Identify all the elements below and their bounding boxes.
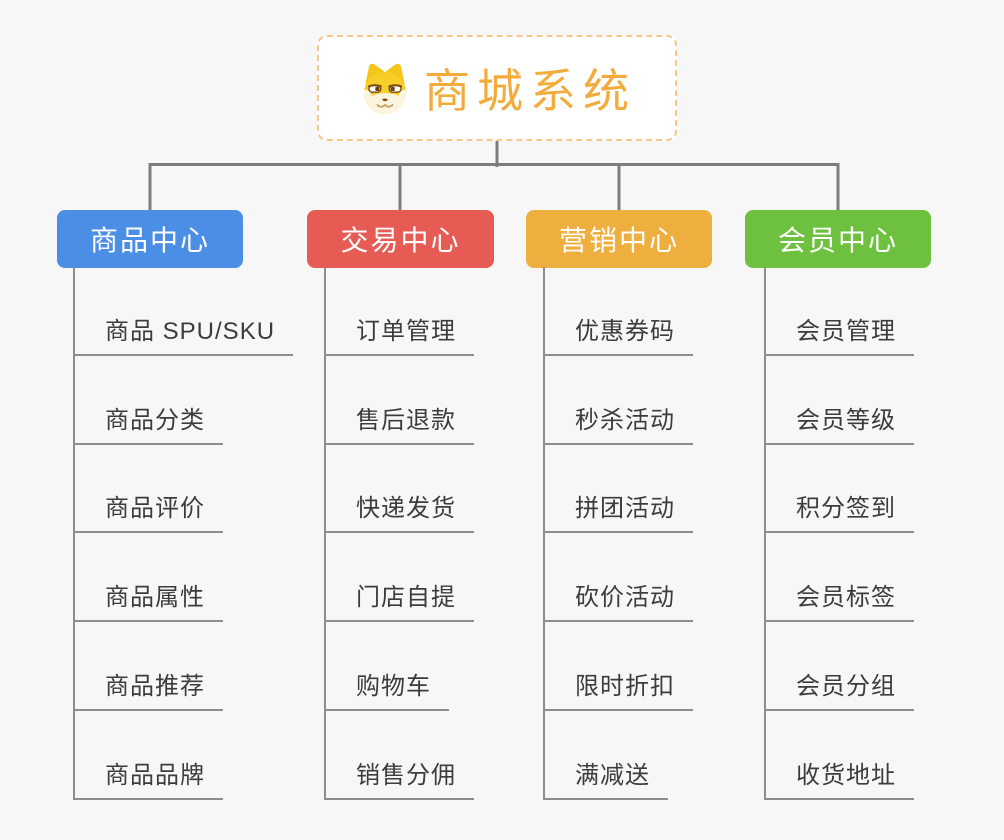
subtopic-tree-trade-center: 订单管理 售后退款 快递发货 门店自提 购物车 销售分佣 xyxy=(324,267,474,800)
subtopic[interactable]: 销售分佣 xyxy=(326,711,474,800)
branch-label: 商品中心 xyxy=(89,225,210,256)
subtopic-label: 收货地址 xyxy=(766,755,914,800)
subtopic-label: 会员标签 xyxy=(766,577,914,623)
branch-topic-trade-center[interactable]: 交易中心 xyxy=(307,210,494,268)
branch-label: 会员中心 xyxy=(777,225,898,256)
subtopic[interactable]: 砍价活动 xyxy=(545,533,693,623)
subtopic[interactable]: 满减送 xyxy=(545,711,693,800)
subtopic-label: 商品推荐 xyxy=(75,666,223,711)
subtopic-tree-marketing-center: 优惠券码 秒杀活动 拼团活动 砍价活动 限时折扣 满减送 xyxy=(543,267,693,800)
subtopic[interactable]: 会员管理 xyxy=(766,267,914,356)
subtopic[interactable]: 收货地址 xyxy=(766,711,914,800)
subtopic[interactable]: 商品品牌 xyxy=(75,711,293,800)
root-topic-title: 商城系统 xyxy=(424,65,636,117)
subtopic[interactable]: 订单管理 xyxy=(326,267,474,356)
subtopic[interactable]: 购物车 xyxy=(326,622,474,711)
subtopic-label: 会员管理 xyxy=(766,311,914,356)
subtopic-label: 会员分组 xyxy=(766,666,914,711)
subtopic[interactable]: 会员标签 xyxy=(766,533,914,623)
dog-face-icon xyxy=(363,63,407,115)
subtopic-label: 满减送 xyxy=(545,755,668,800)
subtopic-label: 限时折扣 xyxy=(545,666,693,711)
subtopic-label: 订单管理 xyxy=(326,311,474,356)
subtopic-label: 购物车 xyxy=(326,666,449,711)
branch-topic-member-center[interactable]: 会员中心 xyxy=(745,210,931,268)
subtopic[interactable]: 门店自提 xyxy=(326,533,474,623)
subtopic[interactable]: 商品分类 xyxy=(75,356,293,445)
subtopic[interactable]: 限时折扣 xyxy=(545,622,693,711)
branch-topic-product-center[interactable]: 商品中心 xyxy=(57,210,243,268)
root-topic[interactable]: 商城系统 xyxy=(317,35,677,141)
subtopic-label: 门店自提 xyxy=(326,577,474,623)
subtopic[interactable]: 会员等级 xyxy=(766,356,914,445)
branch-label: 交易中心 xyxy=(340,225,461,256)
subtopic[interactable]: 拼团活动 xyxy=(545,445,693,534)
subtopic[interactable]: 商品 SPU/SKU xyxy=(75,267,294,356)
subtopic[interactable]: 商品推荐 xyxy=(75,622,293,711)
subtopic-label: 秒杀活动 xyxy=(545,400,693,445)
subtopic-tree-member-center: 会员管理 会员等级 积分签到 会员标签 会员分组 收货地址 xyxy=(764,267,914,800)
subtopic-label: 商品品牌 xyxy=(75,755,223,800)
subtopic-label: 拼团活动 xyxy=(545,488,693,534)
subtopic-label: 商品评价 xyxy=(75,488,223,534)
subtopic[interactable]: 积分签到 xyxy=(766,445,914,534)
subtopic-label: 商品属性 xyxy=(75,577,223,623)
subtopic-label: 商品 SPU/SKU xyxy=(75,311,294,356)
subtopic-label: 商品分类 xyxy=(75,400,223,445)
subtopic-label: 会员等级 xyxy=(766,400,914,445)
subtopic[interactable]: 会员分组 xyxy=(766,622,914,711)
subtopic[interactable]: 商品属性 xyxy=(75,533,293,623)
subtopic-label: 快递发货 xyxy=(326,488,474,534)
subtopic-tree-product-center: 商品 SPU/SKU 商品分类 商品评价 商品属性 商品推荐 商品品牌 xyxy=(73,267,294,800)
subtopic-label: 优惠券码 xyxy=(545,311,693,356)
subtopic-label: 售后退款 xyxy=(326,400,474,445)
subtopic[interactable]: 秒杀活动 xyxy=(545,356,693,445)
subtopic[interactable]: 售后退款 xyxy=(326,356,474,445)
branch-label: 营销中心 xyxy=(558,225,679,256)
branch-topic-marketing-center[interactable]: 营销中心 xyxy=(526,210,712,268)
subtopic[interactable]: 商品评价 xyxy=(75,445,293,534)
subtopic-label: 销售分佣 xyxy=(326,755,474,800)
subtopic[interactable]: 快递发货 xyxy=(326,445,474,534)
subtopic-label: 砍价活动 xyxy=(545,577,693,623)
subtopic-label: 积分签到 xyxy=(766,488,914,534)
subtopic[interactable]: 优惠券码 xyxy=(545,267,693,356)
